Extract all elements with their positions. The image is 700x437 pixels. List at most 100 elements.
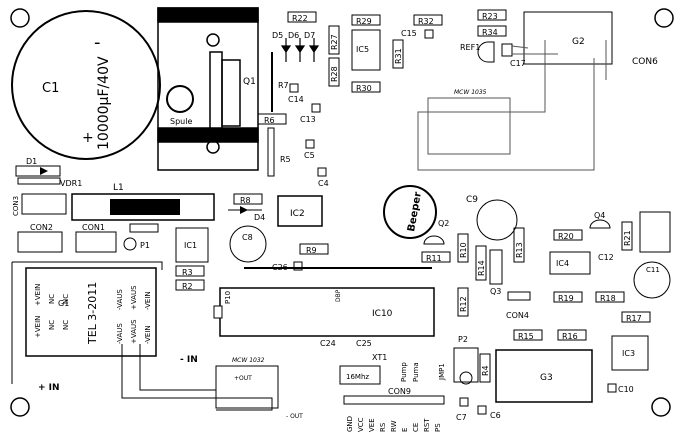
svg-text:R10: R10 bbox=[459, 242, 468, 258]
svg-text:+VEIN: +VEIN bbox=[34, 316, 42, 338]
d5-label: D5 bbox=[272, 31, 283, 40]
resistor-r22: R22 bbox=[287, 11, 317, 23]
resistor-r6: R6 bbox=[257, 113, 287, 125]
svg-text:VCC: VCC bbox=[357, 417, 365, 432]
svg-text:IC10: IC10 bbox=[372, 309, 393, 319]
inductor-l1: L1 bbox=[71, 183, 215, 221]
svg-text:R15: R15 bbox=[518, 332, 534, 341]
svg-text:R4: R4 bbox=[481, 365, 490, 376]
svg-text:R3: R3 bbox=[182, 268, 193, 277]
resistor-r21: R21 bbox=[621, 221, 633, 251]
spule-label: Spule bbox=[170, 117, 192, 126]
svg-text:-VEIN: -VEIN bbox=[144, 325, 152, 344]
svg-text:C6: C6 bbox=[490, 411, 501, 420]
svg-text:Q2: Q2 bbox=[438, 219, 449, 228]
svg-text:R16: R16 bbox=[562, 332, 578, 341]
svg-text:R29: R29 bbox=[356, 17, 372, 26]
mounting-hole-top-left bbox=[10, 8, 30, 28]
svg-text:R20: R20 bbox=[558, 232, 574, 241]
transistor-q3: Q3 bbox=[489, 249, 503, 296]
svg-text:R14: R14 bbox=[477, 260, 486, 276]
svg-text:Q4: Q4 bbox=[594, 211, 605, 220]
resistor-r3: R3 bbox=[175, 265, 205, 277]
connector-con2: CON2 bbox=[17, 223, 63, 253]
capacitor-c14: C14 bbox=[288, 83, 304, 104]
svg-text:C8: C8 bbox=[242, 233, 253, 242]
r7-label: R7 bbox=[278, 81, 289, 90]
mounting-hole-bottom-right bbox=[651, 397, 671, 417]
c17-label: C17 bbox=[510, 59, 526, 68]
d7-label: D7 bbox=[304, 31, 315, 40]
pump-label: Pump bbox=[400, 362, 408, 382]
svg-text:NC: NC bbox=[62, 320, 70, 330]
c12-label: C12 bbox=[598, 253, 614, 262]
g1-right-pins: -VAUS -VAUS +VAUS +VAUS -VEIN -VEIN bbox=[116, 285, 152, 344]
ic3: IC3 bbox=[611, 335, 649, 371]
module-mcw1035 bbox=[417, 40, 607, 171]
svg-text:RST: RST bbox=[423, 418, 431, 432]
capacitor-c17 bbox=[501, 43, 513, 57]
vdr1-label: VDR1 bbox=[60, 179, 82, 188]
r5-label: R5 bbox=[280, 155, 291, 164]
resistor-r29: R29 bbox=[351, 14, 381, 26]
connector-con9: CON9 GND VCC VEE RS RW E CE RST PS bbox=[343, 387, 445, 432]
svg-text:R8: R8 bbox=[240, 196, 251, 205]
svg-text:CON2: CON2 bbox=[30, 223, 53, 232]
svg-text:R27: R27 bbox=[330, 34, 339, 50]
resistor-r14: R14 bbox=[475, 245, 487, 281]
resistor-r30: R30 bbox=[351, 81, 381, 93]
svg-text:D1: D1 bbox=[26, 157, 37, 166]
transistor-q2: Q2 bbox=[423, 219, 449, 245]
resistor-r8: R8 bbox=[233, 193, 263, 205]
svg-text:R17: R17 bbox=[626, 314, 642, 323]
resistor-r18: R18 bbox=[595, 291, 625, 303]
svg-text:CON9: CON9 bbox=[388, 387, 411, 396]
plus-out-label: +OUT bbox=[234, 375, 252, 382]
svg-text:+VAUS: +VAUS bbox=[130, 285, 138, 310]
con6-label: CON6 bbox=[632, 57, 658, 67]
d6-label: D6 bbox=[288, 31, 299, 40]
resistor-r16: R16 bbox=[557, 329, 587, 341]
beeper: Beeper bbox=[383, 185, 437, 239]
svg-text:P10: P10 bbox=[224, 291, 232, 304]
puma-label: Puma bbox=[412, 362, 420, 382]
svg-text:R2: R2 bbox=[182, 282, 193, 291]
ic4: IC4 bbox=[549, 251, 591, 275]
diodes-d5-d6-d7 bbox=[280, 38, 320, 62]
resistor-r10: R10 bbox=[457, 233, 469, 263]
resistor-r2: R2 bbox=[175, 279, 205, 291]
ic1: IC1 bbox=[175, 227, 209, 263]
svg-text:DBP: DBP bbox=[335, 289, 342, 302]
svg-text:R12: R12 bbox=[459, 296, 468, 312]
svg-text:L1: L1 bbox=[113, 183, 124, 193]
svg-text:R28: R28 bbox=[330, 66, 339, 82]
svg-text:IC4: IC4 bbox=[556, 259, 569, 268]
svg-text:R9: R9 bbox=[306, 246, 317, 255]
svg-text:R18: R18 bbox=[600, 294, 616, 303]
heatsink-q1: Q1 bbox=[157, 7, 259, 171]
resistor-r19: R19 bbox=[553, 291, 583, 303]
transistor-q4: Q4 bbox=[589, 211, 611, 229]
svg-text:C14: C14 bbox=[288, 95, 304, 104]
svg-text:R34: R34 bbox=[482, 28, 498, 37]
svg-text:G1: G1 bbox=[58, 299, 69, 308]
jmp1-label: JMP1 bbox=[438, 363, 446, 381]
resistor-r15: R15 bbox=[513, 329, 543, 341]
mcw1035-label: MCW 1035 bbox=[454, 89, 487, 96]
svg-text:Beeper: Beeper bbox=[406, 191, 424, 232]
c1-minus-mark: - bbox=[94, 32, 101, 53]
c24-label: C24 bbox=[320, 339, 336, 348]
svg-text:NC: NC bbox=[48, 320, 56, 330]
svg-text:CE: CE bbox=[412, 423, 420, 432]
varistor-vdr1 bbox=[17, 177, 61, 185]
module-mcw1032 bbox=[121, 344, 279, 411]
g1-frame-lines bbox=[11, 261, 163, 384]
capacitor-c1: C1 - + 10000µF/40V bbox=[11, 10, 161, 160]
svg-text:R6: R6 bbox=[264, 116, 275, 125]
svg-text:P2: P2 bbox=[458, 335, 468, 344]
svg-text:RS: RS bbox=[379, 422, 387, 432]
resistor-r17: R17 bbox=[621, 311, 651, 323]
c1-label: C1 bbox=[42, 81, 59, 96]
resistor-r11: R11 bbox=[421, 251, 451, 263]
